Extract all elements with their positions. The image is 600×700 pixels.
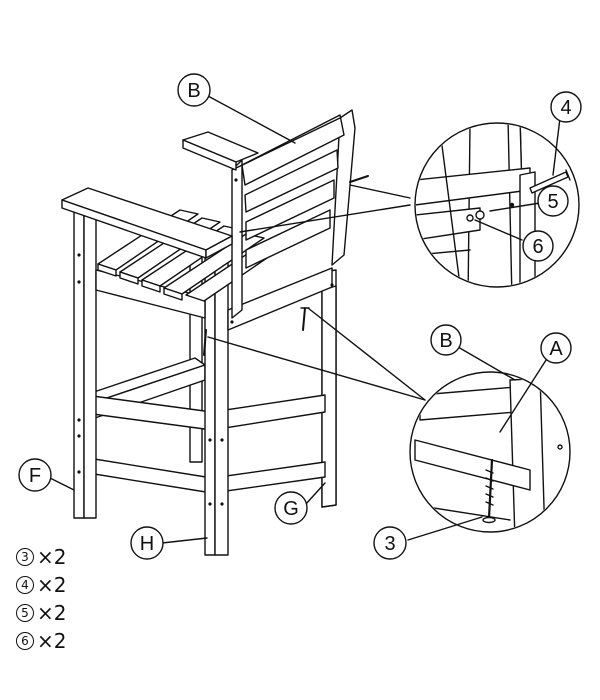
callout-4 [550, 91, 582, 123]
backrest-B [231, 109, 356, 319]
leader-lines [49, 95, 561, 544]
label-F: F [29, 465, 41, 487]
part-row: 5 ×2 [16, 599, 66, 627]
right-stretcher-upper [211, 394, 326, 431]
label-5: 5 [547, 191, 558, 213]
screw-item-3 [300, 307, 310, 331]
detail-view-screw [409, 371, 571, 533]
right-stretcher-lower [211, 461, 326, 494]
part-row: 6 ×2 [16, 627, 66, 655]
callout-G [274, 491, 308, 525]
callout-F [18, 458, 52, 492]
front-left-leg-F-side [83, 207, 97, 519]
callout-B-top [177, 73, 211, 107]
label-G: G [283, 498, 299, 520]
label-6: 6 [532, 236, 543, 258]
part-number: 6 [16, 632, 34, 650]
part-row: 3 ×2 [16, 543, 66, 571]
label-B-top: B [187, 80, 200, 102]
label-A-detail: A [549, 338, 563, 360]
part-quantity: ×2 [37, 573, 67, 597]
screw-item-3b [203, 329, 207, 356]
callout-3 [373, 526, 407, 560]
part-row: 4 ×2 [16, 571, 66, 599]
part-quantity: ×2 [37, 629, 67, 653]
callout-5 [537, 185, 569, 217]
bar-chair [61, 109, 369, 556]
hardware-quantity-list: 3 ×2 4 ×2 5 ×2 6 ×2 [16, 543, 66, 655]
screw-item-3-detail [482, 458, 496, 524]
bolt-item-4 [349, 175, 369, 183]
label-B-detail: B [439, 330, 452, 352]
part-quantity: ×2 [37, 601, 67, 625]
label-4: 4 [560, 97, 571, 119]
screw-holes [77, 178, 334, 506]
callout-B-detail [430, 324, 462, 356]
callout-A-detail [540, 332, 572, 364]
callout-6 [522, 230, 554, 262]
armrest-left [61, 187, 233, 259]
part-number: 3 [16, 548, 34, 566]
seat-apron-right [227, 267, 333, 331]
bolt-item-4-detail [529, 169, 571, 194]
callout-H [130, 526, 164, 560]
label-3: 3 [384, 533, 395, 555]
front-stretcher-lower [87, 457, 213, 494]
armrest-right [182, 131, 259, 171]
label-H: H [140, 533, 154, 555]
part-quantity: ×2 [37, 545, 67, 569]
part-number: 4 [16, 576, 34, 594]
part-number: 5 [16, 604, 34, 622]
